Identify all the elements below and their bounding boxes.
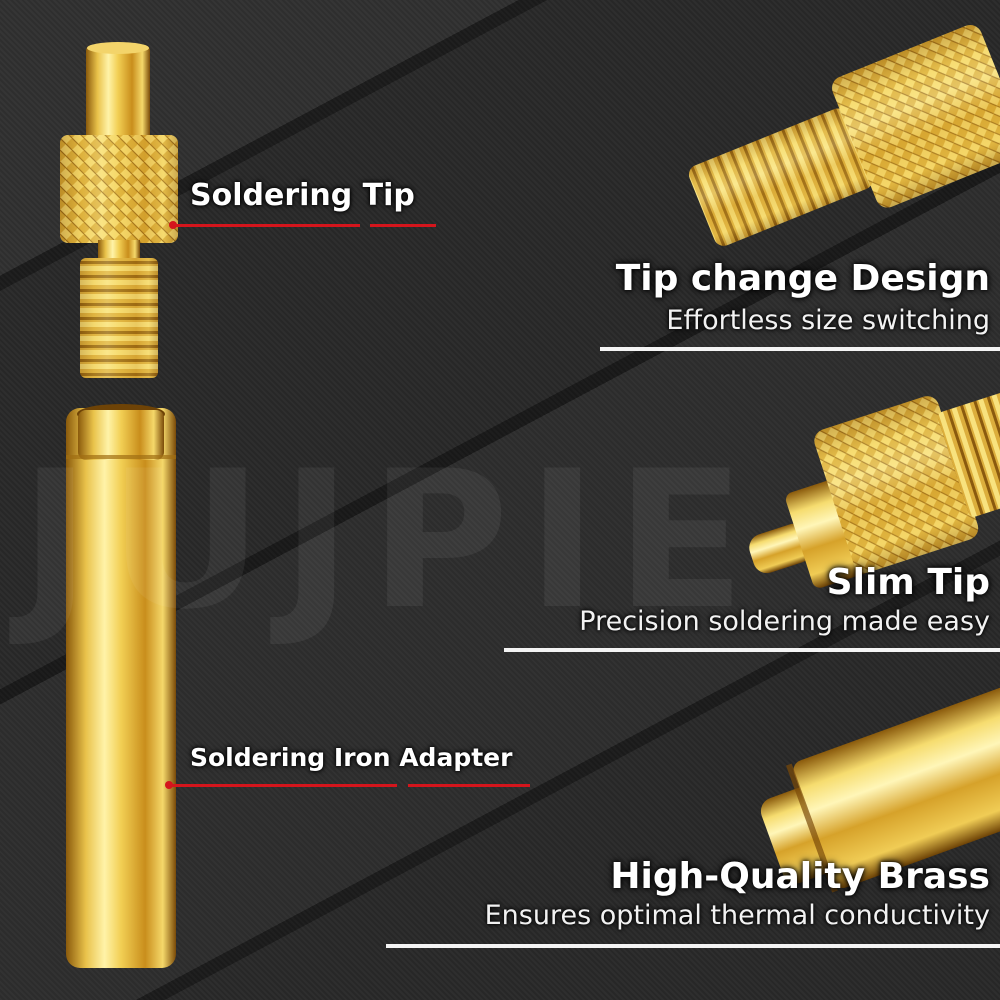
feature-rule-brass	[386, 944, 1000, 948]
feature-title-brass: High-Quality Brass	[610, 856, 990, 897]
adapter-tube-image	[66, 404, 176, 968]
feature-subtitle-slim-tip: Precision soldering made easy	[579, 606, 990, 637]
feature-rule-slim-tip	[504, 648, 1000, 652]
brass-tube-closeup-image	[760, 677, 1000, 893]
slim-tip-closeup-image	[749, 390, 1000, 588]
feature-subtitle-brass: Ensures optimal thermal conductivity	[484, 900, 990, 931]
soldering-tip-pointer-dot	[169, 221, 177, 229]
adapter-pointer-dot	[165, 781, 173, 789]
brand-watermark: JUJPIE	[20, 430, 764, 651]
adapter-pointer-line	[171, 784, 397, 787]
feature-subtitle-tip-change: Effortless size switching	[666, 305, 990, 336]
soldering-tip-label: Soldering Tip	[190, 178, 415, 213]
soldering-tip-pointer-line	[175, 224, 360, 227]
tip-change-closeup-image	[688, 25, 1000, 246]
soldering-tip-image	[60, 42, 178, 378]
adapter-label: Soldering Iron Adapter	[190, 743, 513, 772]
feature-rule-tip-change	[600, 347, 1000, 351]
soldering-tip-pointer-line-end	[370, 224, 436, 227]
feature-title-tip-change: Tip change Design	[615, 258, 990, 299]
adapter-pointer-line-end	[408, 784, 530, 787]
feature-title-slim-tip: Slim Tip	[826, 562, 990, 603]
